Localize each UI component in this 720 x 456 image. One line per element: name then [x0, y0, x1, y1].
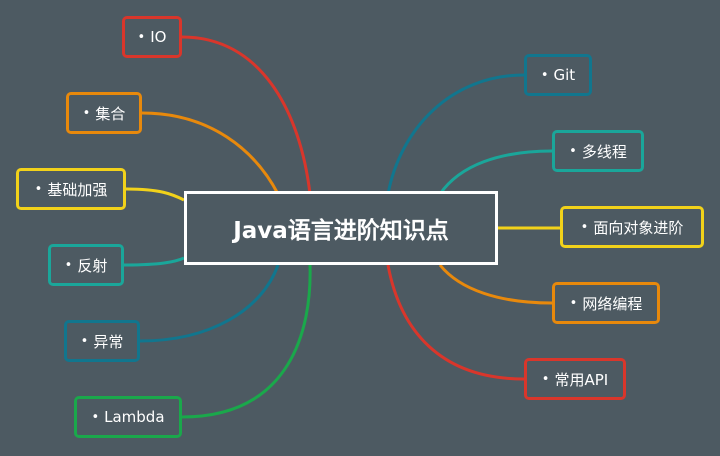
- link-fanshe: [123, 256, 185, 267]
- bullet-icon: •: [80, 333, 89, 349]
- link-io: [181, 35, 312, 195]
- bullet-icon: •: [34, 181, 43, 197]
- topic-label: Lambda: [104, 408, 165, 426]
- topic-oop-advanced[interactable]: • 面向对象进阶: [560, 206, 704, 248]
- topic-reflection[interactable]: • 反射: [48, 244, 124, 286]
- bullet-icon: •: [569, 295, 578, 311]
- bullet-icon: •: [541, 371, 550, 387]
- link-lambda: [181, 264, 312, 419]
- topic-label: 常用API: [554, 370, 609, 389]
- bullet-icon: •: [540, 67, 549, 83]
- topic-label: 多线程: [581, 142, 627, 161]
- topic-network-programming[interactable]: • 网络编程: [552, 282, 660, 324]
- bullet-icon: •: [82, 105, 91, 121]
- link-git: [386, 73, 525, 195]
- topic-collections[interactable]: • 集合: [66, 92, 142, 134]
- link-yichang: [139, 264, 280, 343]
- topic-io[interactable]: • IO: [122, 16, 182, 58]
- bullet-icon: •: [569, 143, 577, 159]
- link-api: [386, 264, 525, 381]
- topic-common-api[interactable]: • 常用API: [524, 358, 626, 400]
- topic-label: IO: [150, 28, 167, 46]
- topic-label: 集合: [95, 104, 126, 123]
- topic-label: 网络编程: [582, 294, 643, 313]
- topic-label: 基础加强: [47, 180, 108, 199]
- bullet-icon: •: [91, 409, 100, 425]
- topic-label: 异常: [93, 332, 124, 351]
- topic-multithreading[interactable]: • 多线程: [552, 130, 644, 172]
- topic-basics-enhanced[interactable]: • 基础加强: [16, 168, 126, 210]
- topic-label: Git: [553, 66, 576, 84]
- topic-label: 反射: [77, 256, 108, 275]
- topic-label: 面向对象进阶: [593, 218, 684, 237]
- topic-git[interactable]: • Git: [524, 54, 592, 96]
- bullet-icon: •: [580, 219, 589, 235]
- central-topic[interactable]: Java语言进阶知识点: [184, 191, 498, 265]
- bullet-icon: •: [64, 257, 73, 273]
- topic-lambda[interactable]: • Lambda: [74, 396, 182, 438]
- link-duoxian: [438, 149, 553, 195]
- link-wangluo: [438, 264, 553, 305]
- link-jihe: [141, 111, 280, 195]
- topic-exceptions[interactable]: • 异常: [64, 320, 140, 362]
- bullet-icon: •: [137, 29, 146, 45]
- link-jichu: [125, 187, 185, 202]
- central-topic-label: Java语言进阶知识点: [233, 218, 449, 244]
